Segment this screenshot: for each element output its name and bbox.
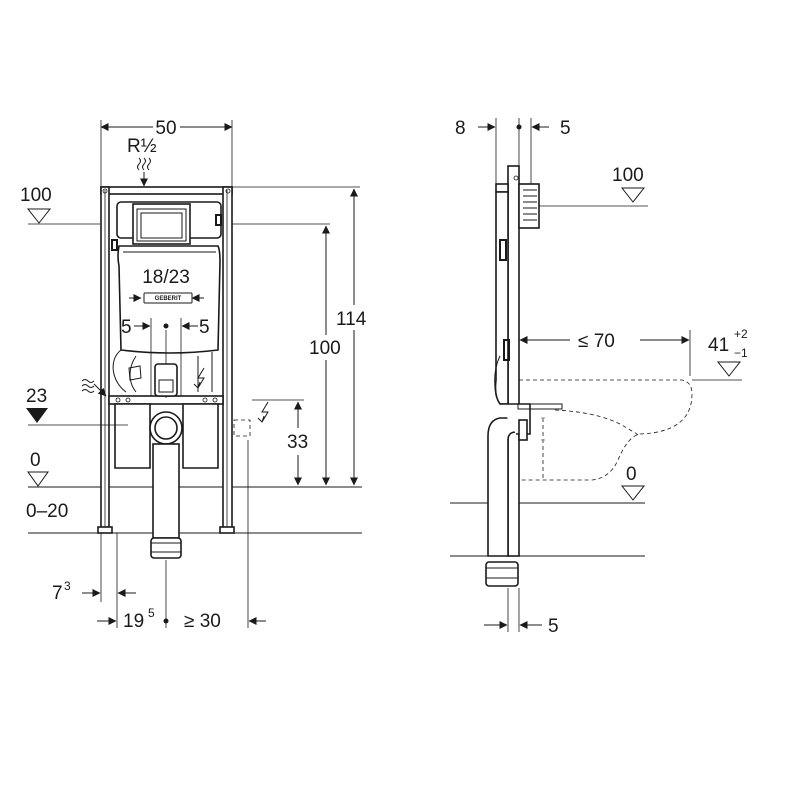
seat-height-level: 41 +2 −1: [692, 327, 748, 381]
side-drain-offset-label: 5: [548, 616, 559, 637]
seat-height-label: 41: [708, 335, 729, 356]
bowl-projection-dimension: ≤ 70: [518, 330, 691, 376]
brand-logo: GEBERIT: [155, 296, 182, 302]
width-dimension: 50: [100, 118, 233, 188]
installation-frame: [97, 186, 235, 534]
side-level-100: 100: [539, 165, 648, 207]
side-top-label: 100: [612, 165, 644, 186]
electric-icon: [193, 367, 205, 389]
side-bottom-dimension: 5: [484, 588, 559, 637]
total-height-label: 114: [336, 309, 367, 330]
supply-height-label: 23: [26, 386, 47, 407]
front-view: 50 R½: [20, 118, 367, 632]
flush-mechanism: [128, 363, 205, 397]
plate-label: 18/23: [142, 267, 190, 288]
water-supply-icon: [81, 379, 95, 393]
supply-marker: R½: [127, 136, 157, 187]
drain-connection: [114, 403, 219, 559]
seat-tol-minus: −1: [734, 346, 748, 360]
level-100: 100: [20, 185, 100, 225]
bowl-projection-label: ≤ 70: [578, 331, 615, 352]
drain-offset-label: 19: [123, 611, 144, 632]
bottom-dimensions: 7 3 19 5 ≥ 30: [52, 440, 266, 632]
side-level-0: 0: [620, 464, 646, 501]
depth-dimension: 8 5: [455, 118, 571, 184]
front-floor-lines: [28, 486, 362, 534]
height-dimensions: 100 114 33: [232, 186, 367, 486]
electric-icon: [257, 401, 269, 423]
foot-offset-sup: 3: [64, 579, 71, 593]
electric-box: [233, 401, 269, 437]
seat-tol-plus: +2: [734, 327, 748, 341]
water-supply-icon: [137, 157, 151, 171]
min-side-label: ≥ 30: [184, 611, 221, 632]
supply-label: R½: [127, 136, 157, 157]
side-drain: [485, 403, 563, 587]
plate-dimension: 18/23 GEBERIT: [129, 267, 204, 304]
side-floor-lines: [450, 502, 645, 557]
drain-height-label: 33: [287, 432, 308, 453]
foot-range-label: 0–20: [26, 501, 68, 522]
drain-offset-sup: 5: [148, 606, 155, 620]
actuation-height-label: 100: [309, 338, 341, 359]
depth-left-label: 8: [455, 118, 466, 139]
offset-right-label: 5: [199, 317, 210, 338]
floor-level-label: 0: [30, 450, 41, 471]
width-label: 50: [155, 118, 176, 139]
side-floor-label: 0: [626, 464, 637, 485]
offset-left-label: 5: [121, 317, 132, 338]
side-view: 8 5: [450, 118, 748, 637]
foot-offset-label: 7: [52, 583, 63, 604]
frame-top-label: 100: [20, 185, 52, 206]
wc-bowl-outline: [519, 379, 693, 481]
level-0: 0: [27, 450, 49, 487]
level-23: 23: [26, 386, 128, 426]
depth-right-label: 5: [560, 118, 571, 139]
